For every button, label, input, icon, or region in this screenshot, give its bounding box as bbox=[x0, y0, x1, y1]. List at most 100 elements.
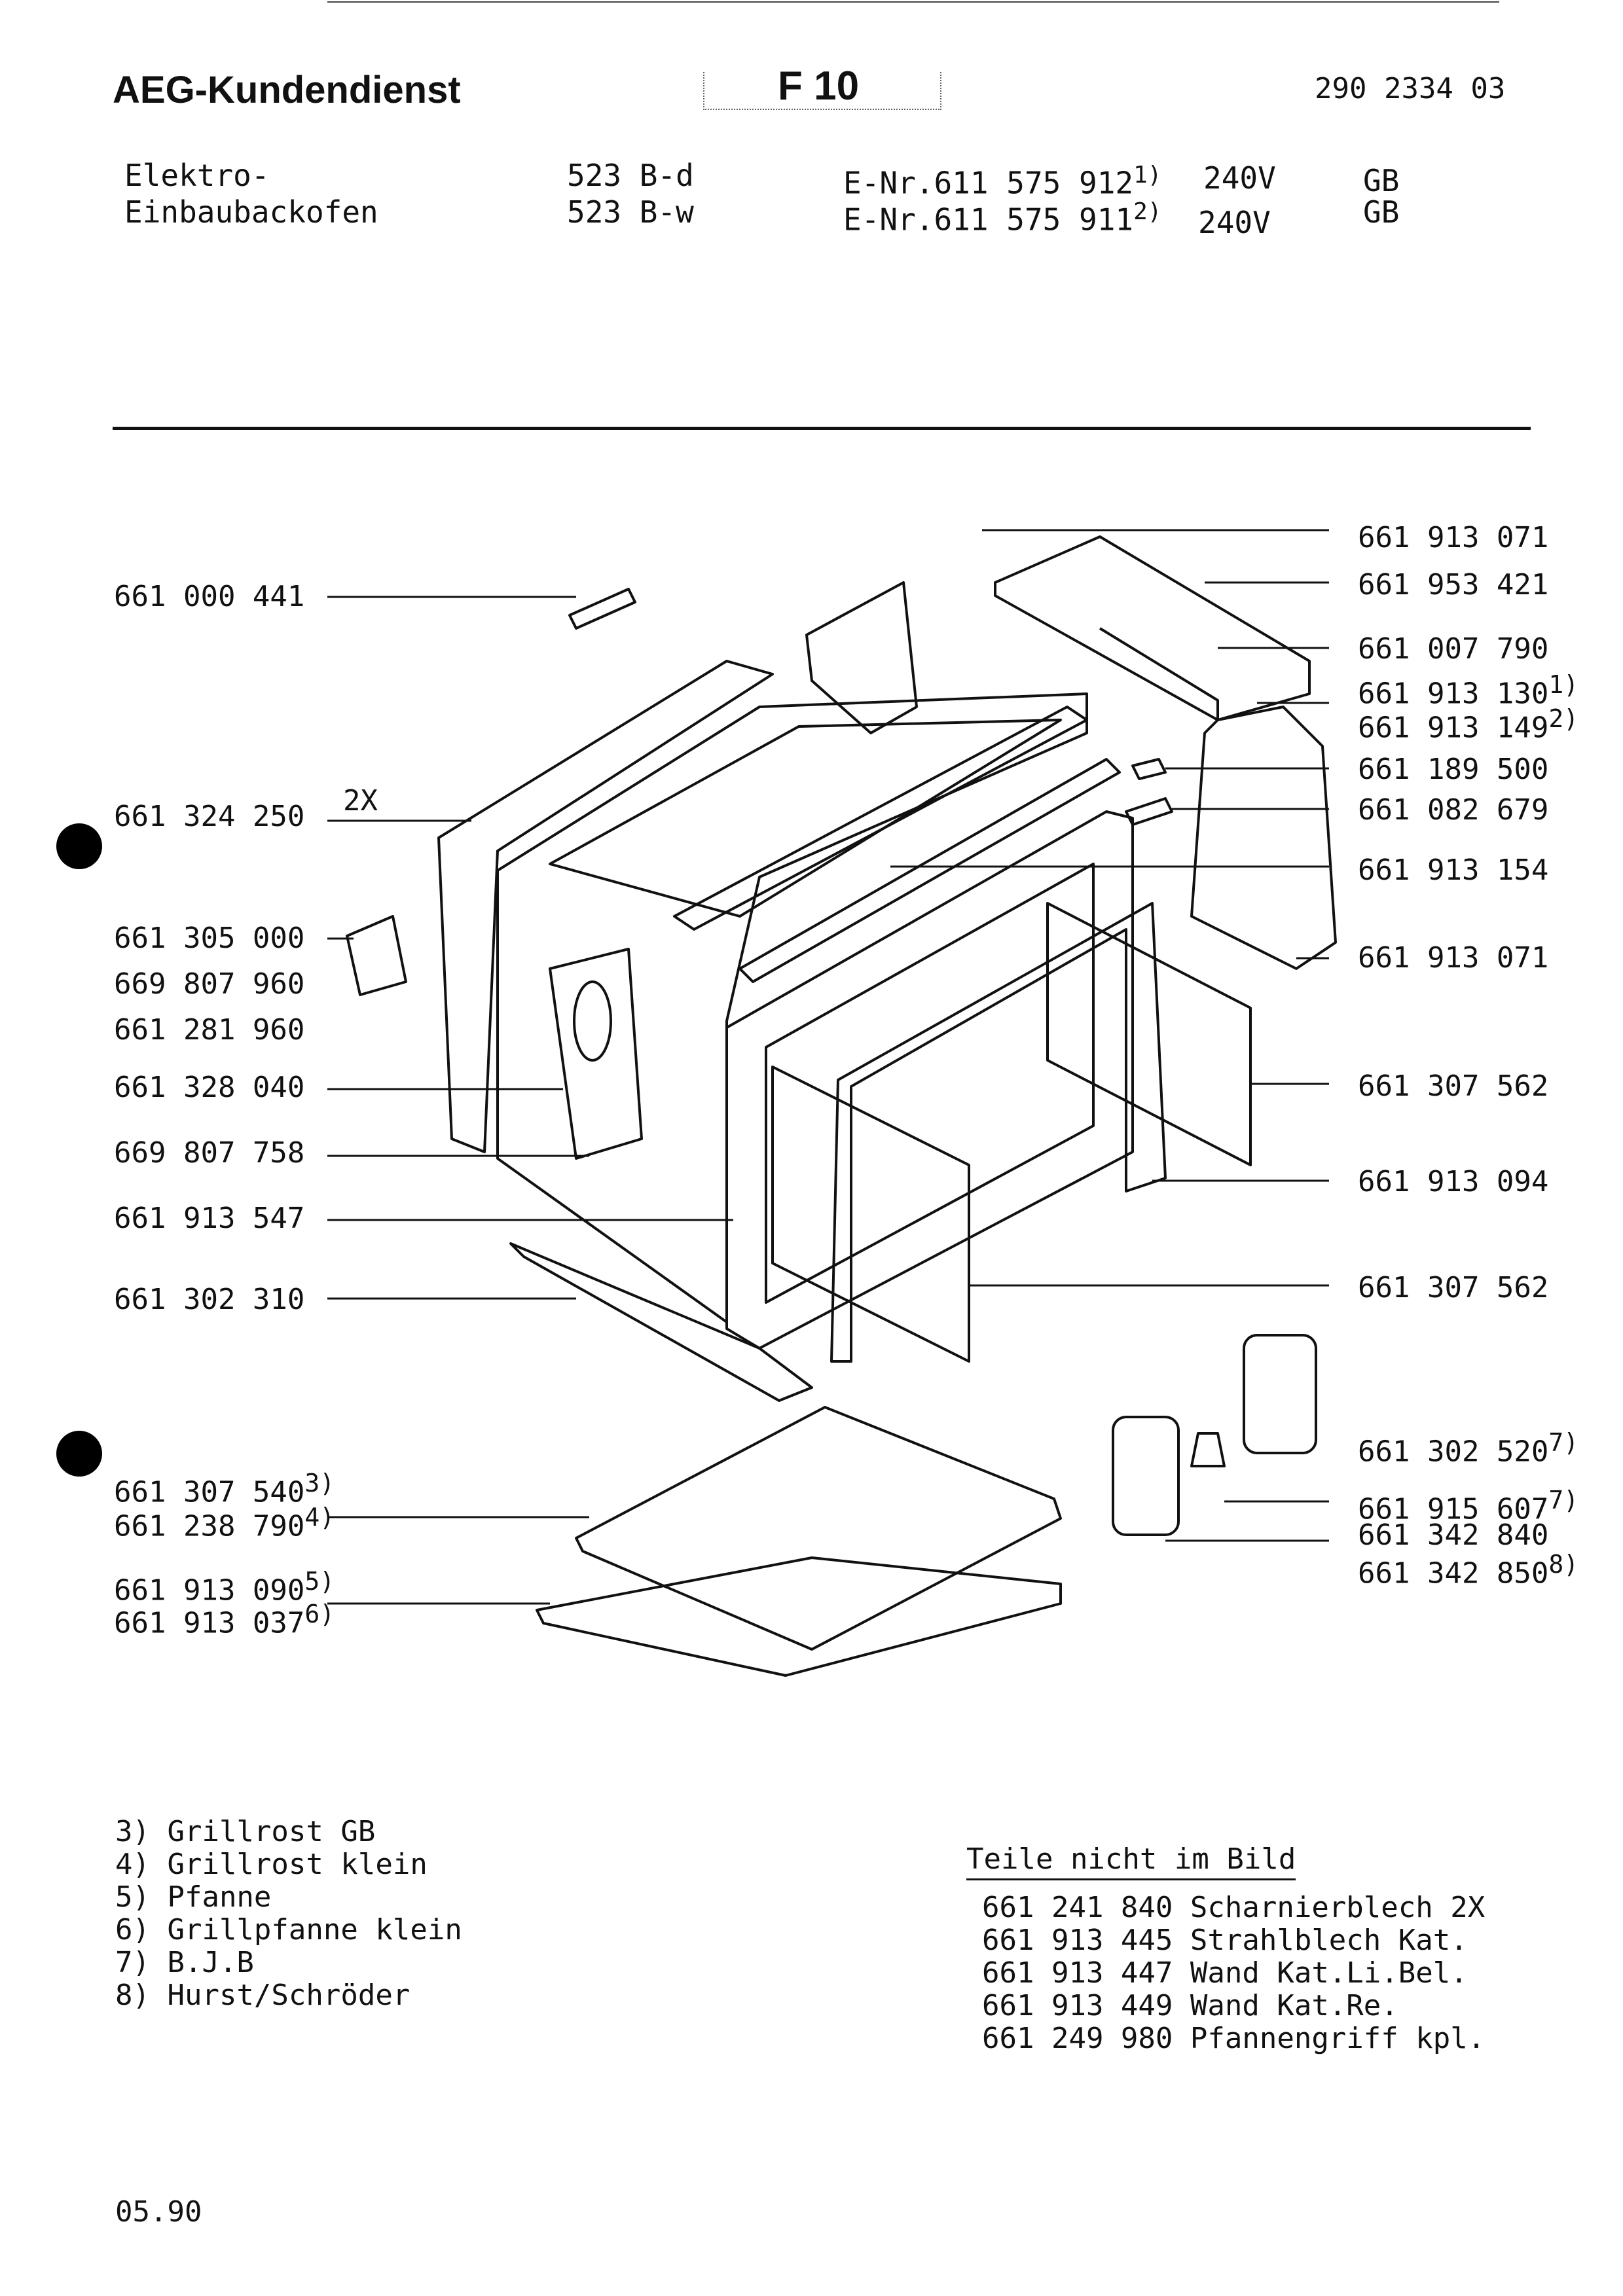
not-shown-item: 661 913 447 Wand Kat.Li.Bel. bbox=[982, 1956, 1468, 1990]
part-note-2x: 2X bbox=[343, 784, 378, 817]
part-label-661913094: 661 913 094 bbox=[1358, 1165, 1549, 1198]
insulation-top-edge bbox=[994, 583, 1219, 720]
top-rail bbox=[673, 706, 1088, 931]
part-label-661238790-sup: 4) bbox=[304, 1503, 335, 1532]
part-label-661238790: 661 238 7904) bbox=[114, 1503, 335, 1543]
part-label-661913071b: 661 913 071 bbox=[1358, 941, 1549, 975]
part-label-661953421: 661 953 421 bbox=[1358, 568, 1549, 601]
part-label-661913149-sup: 2) bbox=[1548, 704, 1579, 733]
cabinet-body bbox=[496, 692, 1088, 1323]
header-separator bbox=[113, 427, 1531, 430]
marker-dot-2 bbox=[56, 1431, 102, 1477]
part-label-669807960: 669 807 960 bbox=[114, 967, 305, 1001]
insulation-rear-shape bbox=[805, 581, 918, 734]
handle-small bbox=[568, 588, 636, 630]
part-label-661189500: 661 189 500 bbox=[1358, 753, 1549, 786]
part-label-661913037-text: 661 913 037 bbox=[114, 1606, 305, 1640]
enr-2: E-Nr.611 575 9112) bbox=[843, 194, 1161, 238]
voltage-2: 240V bbox=[1198, 205, 1271, 240]
enr-1: E-Nr.611 575 9121) bbox=[843, 157, 1161, 201]
part-label-661915607: 661 915 6077) bbox=[1358, 1486, 1578, 1526]
clip-2 bbox=[1125, 797, 1173, 826]
part-label-661328040: 661 328 040 bbox=[114, 1071, 305, 1104]
footnotes-list: 3) Grillrost GB 4) Grillrost klein 5) Pf… bbox=[115, 1816, 462, 2012]
doc-number: 290 2334 03 bbox=[1315, 72, 1506, 105]
part-label-661302520-sup: 7) bbox=[1548, 1428, 1579, 1457]
section-bracket bbox=[703, 72, 941, 110]
insulation-side-shape bbox=[1190, 706, 1337, 970]
part-label-661342850-sup: 8) bbox=[1548, 1550, 1579, 1579]
cabinet-top bbox=[549, 719, 1062, 918]
not-shown-list: 661 241 840 Scharnierblech 2X 661 913 44… bbox=[982, 1892, 1485, 2055]
footnote-8: 8) Hurst/Schröder bbox=[115, 1979, 410, 2012]
part-label-661307540-text: 661 307 540 bbox=[114, 1475, 305, 1509]
part-label-661913154: 661 913 154 bbox=[1358, 853, 1549, 887]
front-frame bbox=[725, 810, 1134, 1350]
grill-rack bbox=[575, 1406, 1062, 1651]
not-shown-title: Teile nicht im Bild bbox=[966, 1843, 1296, 1880]
part-label-661913037-sup: 6) bbox=[304, 1600, 335, 1628]
part-label-661913090: 661 913 0905) bbox=[114, 1567, 335, 1607]
part-label-661913071a: 661 913 071 bbox=[1358, 521, 1549, 554]
not-shown-item: 661 913 449 Wand Kat.Re. bbox=[982, 1989, 1398, 2022]
part-label-661342840: 661 342 840 bbox=[1358, 1518, 1549, 1552]
part-label-661281960: 661 281 960 bbox=[114, 1013, 305, 1047]
thermostat-housing bbox=[549, 948, 643, 1160]
marker-dot-1 bbox=[56, 823, 102, 869]
part-label-661913130: 661 913 1301) bbox=[1358, 670, 1578, 711]
clip-1 bbox=[1131, 758, 1167, 780]
country-1: GB bbox=[1363, 163, 1400, 198]
top-edge-rule bbox=[327, 1, 1499, 3]
product-type-line1: Elektro- bbox=[124, 158, 270, 193]
lamp-housing bbox=[1243, 1334, 1317, 1454]
part-label-661000441: 661 000 441 bbox=[114, 580, 305, 613]
part-label-669807758: 669 807 758 bbox=[114, 1136, 305, 1170]
model-2: 523 B-w bbox=[567, 194, 694, 230]
not-shown-item: 661 249 980 Pfannengriff kpl. bbox=[982, 2022, 1486, 2055]
runner-left bbox=[771, 1066, 970, 1363]
part-label-661307562b: 661 307 562 bbox=[1358, 1271, 1549, 1304]
heating-element bbox=[830, 902, 1167, 1363]
section-code: F 10 bbox=[778, 63, 860, 109]
top-rail-2 bbox=[739, 758, 1121, 983]
part-label-661082679: 661 082 679 bbox=[1358, 793, 1549, 827]
thermostat-knob bbox=[573, 980, 612, 1062]
part-label-661238790-text: 661 238 790 bbox=[114, 1509, 305, 1543]
front-frame-inner bbox=[765, 863, 1095, 1304]
grill-pan bbox=[536, 1556, 1062, 1677]
bottom-panel bbox=[509, 1242, 813, 1402]
part-label-661913149-text: 661 913 149 bbox=[1358, 711, 1549, 745]
part-label-661913547: 661 913 547 bbox=[114, 1202, 305, 1235]
model-1: 523 B-d bbox=[567, 158, 694, 193]
part-label-661913090-sup: 5) bbox=[304, 1567, 335, 1596]
part-label-661307562a: 661 307 562 bbox=[1358, 1069, 1549, 1103]
issue-date: 05.90 bbox=[115, 2195, 202, 2229]
enr-1-sup: 1) bbox=[1133, 162, 1162, 188]
product-type-line2: Einbaubackofen bbox=[124, 194, 378, 230]
footnote-4: 4) Grillrost klein bbox=[115, 1848, 428, 1881]
insulation-top-shape bbox=[994, 535, 1311, 721]
footnote-6: 6) Grillpfanne klein bbox=[115, 1913, 462, 1946]
part-label-661913130-sup: 1) bbox=[1548, 670, 1579, 699]
part-label-661915607-sup: 7) bbox=[1548, 1486, 1579, 1515]
lamp-bulb bbox=[1190, 1432, 1226, 1467]
runner-right bbox=[1046, 902, 1252, 1166]
voltage-1: 240V bbox=[1203, 160, 1276, 196]
part-label-661307540-sup: 3) bbox=[304, 1469, 335, 1498]
part-label-661342850-text: 661 342 850 bbox=[1358, 1556, 1549, 1590]
enr-2-text: E-Nr.611 575 911 bbox=[843, 202, 1134, 238]
not-shown-item: 661 241 840 Scharnierblech 2X bbox=[982, 1891, 1486, 1924]
enr-2-sup: 2) bbox=[1133, 198, 1162, 225]
part-label-661324250: 661 324 250 bbox=[114, 800, 305, 833]
part-label-661913037: 661 913 0376) bbox=[114, 1600, 335, 1640]
part-label-661302310: 661 302 310 bbox=[114, 1283, 305, 1316]
country-2: GB bbox=[1363, 194, 1400, 230]
part-label-661307540: 661 307 5403) bbox=[114, 1469, 335, 1509]
part-label-661913130-text: 661 913 130 bbox=[1358, 677, 1549, 711]
part-label-661007790: 661 007 790 bbox=[1358, 632, 1549, 666]
side-frame bbox=[437, 660, 774, 1153]
footnote-3: 3) Grillrost GB bbox=[115, 1815, 376, 1848]
part-label-661913090-text: 661 913 090 bbox=[114, 1573, 305, 1607]
